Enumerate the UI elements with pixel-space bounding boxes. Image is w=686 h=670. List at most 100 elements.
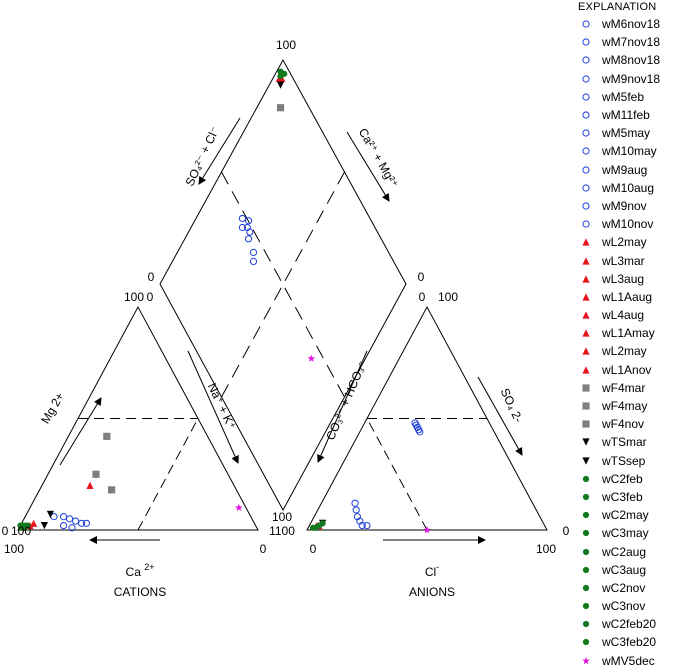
legend-item: wC2nov (578, 579, 686, 597)
legend-item: wM5feb (578, 88, 686, 106)
legend-item: wMV5dec (578, 652, 686, 670)
data-point (276, 104, 285, 112)
legend-marker-icon (582, 512, 590, 519)
legend-label: wM9nov18 (602, 71, 661, 86)
data-point (238, 214, 247, 223)
legend-marker-icon (582, 584, 590, 592)
legend-label: wM10may (602, 144, 657, 159)
legend-item: wL3mar (578, 251, 686, 269)
legend-marker (582, 512, 590, 519)
legend-marker-icon (582, 475, 590, 482)
legend-marker-icon (582, 275, 590, 283)
legend-item: wL1Amay (578, 324, 686, 342)
legend-item: wM9aug (578, 161, 686, 179)
tick-label: 0 (260, 542, 267, 556)
legend-label: wL1Aaug (602, 289, 653, 304)
legend-label: wL3aug (602, 271, 645, 286)
diamond (159, 58, 407, 512)
legend-marker (582, 293, 590, 301)
data-point (319, 520, 326, 527)
legend-marker (582, 202, 590, 210)
legend-label: wF4nov (602, 417, 645, 432)
legend-item: wC2feb (578, 470, 686, 488)
data-point (276, 81, 285, 89)
data-point (249, 257, 258, 265)
data-point (235, 503, 243, 511)
legend-marker (582, 438, 590, 447)
data-point (411, 419, 419, 427)
data-point (24, 522, 31, 529)
data-point (30, 519, 38, 527)
legend-marker-icon (582, 202, 590, 210)
legend-item: wL4aug (578, 306, 686, 324)
legend-marker-icon (582, 329, 590, 337)
so4cl-arrow (198, 117, 241, 185)
data-point (277, 72, 284, 80)
legend-item: wM7nov18 (578, 33, 686, 51)
legend-marker (582, 639, 590, 646)
legend-marker (582, 165, 590, 174)
legend-marker-icon (582, 347, 590, 356)
legend-marker (582, 384, 590, 392)
cl-label: Cl- (425, 562, 439, 579)
diagram-frame (17, 58, 548, 544)
legend-label: wM11feb (602, 108, 650, 123)
data-point (17, 522, 24, 529)
legend-marker-icon (582, 56, 590, 65)
legend-label: wC2aug (602, 544, 647, 559)
legend-label: wF4may (602, 399, 648, 414)
legend-item: wL1Anov (578, 361, 686, 379)
data-point (92, 470, 100, 478)
legend-marker (582, 256, 590, 265)
tick-label: 0 (148, 270, 155, 284)
legend-label: wM6nov18 (602, 17, 661, 32)
legend-label: wTSmar (602, 435, 647, 450)
legend-item: wL2may (578, 233, 686, 251)
legend-label: wC2nov (602, 580, 646, 595)
legend-item: wTSsep (578, 452, 686, 470)
legend-item: wM5may (578, 124, 686, 142)
legend-marker (582, 329, 590, 337)
legend-marker-icon (582, 639, 590, 646)
legend-item: wF4may (578, 397, 686, 415)
legend-marker (582, 420, 590, 428)
legend-marker (582, 402, 590, 410)
legend-marker-icon (582, 256, 590, 265)
legend-marker-icon (582, 293, 590, 301)
legend-marker (582, 111, 590, 119)
data-point (72, 517, 80, 525)
legend-marker (582, 56, 590, 65)
legend-label: wL3mar (602, 253, 645, 268)
legend-marker-icon (582, 75, 590, 83)
tick-label: 0 (147, 290, 154, 304)
tick-label: 100 (124, 290, 144, 304)
legend-marker (582, 75, 590, 83)
data-point (307, 354, 316, 362)
legend-marker-icon (582, 220, 590, 228)
tick-label: 0 (310, 542, 317, 556)
data-point (249, 248, 258, 256)
legend-label: wC3may (602, 526, 649, 541)
legend-label: wC2feb20 (602, 617, 657, 632)
legend-label: wTSsep (602, 453, 646, 468)
legend-marker (582, 456, 590, 465)
legend-marker-icon (582, 438, 590, 447)
data-point (352, 506, 360, 514)
data-point (423, 526, 431, 534)
data-point (103, 432, 111, 440)
legend-item: wTSmar (578, 433, 686, 451)
legend-marker (582, 311, 590, 319)
legend-item: wL3aug (578, 270, 686, 288)
anion-dash-l (366, 418, 428, 531)
tick-label: 1100 (269, 524, 295, 538)
legend-marker (582, 20, 590, 28)
legend-marker-icon (582, 38, 590, 46)
legend-item: wM9nov18 (578, 70, 686, 88)
legend-label: wC3feb20 (602, 635, 657, 650)
legend-marker (582, 129, 590, 137)
tick-label: 0 (563, 524, 570, 538)
legend-item: wC3may (578, 524, 686, 542)
legend-label: wM9nov (602, 198, 647, 213)
legend-label: wM8nov18 (602, 53, 661, 68)
legend-label: wC2may (602, 508, 649, 523)
